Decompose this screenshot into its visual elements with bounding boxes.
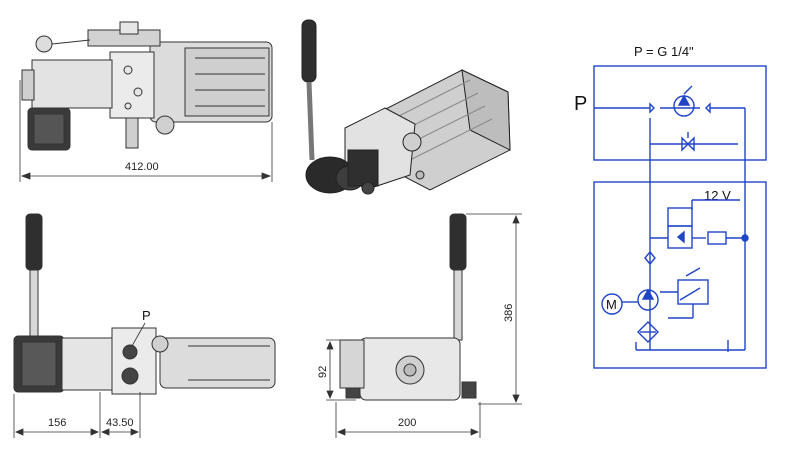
front-port-label: P bbox=[142, 308, 151, 323]
schematic-upper-box bbox=[593, 65, 767, 161]
dim-43-label: 43.50 bbox=[106, 417, 134, 429]
dim-156-label: 156 bbox=[48, 417, 66, 429]
front-view-drawing bbox=[13, 213, 276, 395]
dimension-412 bbox=[19, 80, 273, 182]
isometric-view bbox=[301, 19, 511, 195]
solenoid-valve-block-top bbox=[667, 207, 693, 227]
pump-handle bbox=[301, 19, 317, 83]
schematic-lower-box bbox=[593, 181, 767, 369]
filter-symbol bbox=[637, 321, 659, 343]
voltage-label: 12 V bbox=[704, 188, 731, 203]
side-handle bbox=[449, 213, 467, 271]
electric-motor-symbol bbox=[601, 293, 623, 315]
dim-92-label: 92 bbox=[317, 366, 329, 378]
top-view-drawing bbox=[21, 21, 273, 151]
side-view-drawing bbox=[339, 213, 477, 401]
side-dimensions bbox=[326, 213, 522, 438]
port-leader bbox=[131, 322, 146, 347]
front-handle bbox=[25, 213, 43, 271]
dim-length-label: 412.00 bbox=[125, 161, 159, 173]
dim-386-label: 386 bbox=[503, 304, 515, 322]
hydraulic-schematic bbox=[593, 65, 767, 369]
needle-valve-symbol bbox=[681, 136, 695, 152]
connector-symbol bbox=[707, 231, 727, 245]
front-dimensions bbox=[13, 392, 141, 438]
dim-200-label: 200 bbox=[398, 417, 416, 429]
schematic-port-p: P bbox=[574, 93, 587, 115]
motor-symbol-label: M bbox=[606, 297, 617, 312]
thread-spec-label: P = G 1/4" bbox=[634, 44, 694, 59]
